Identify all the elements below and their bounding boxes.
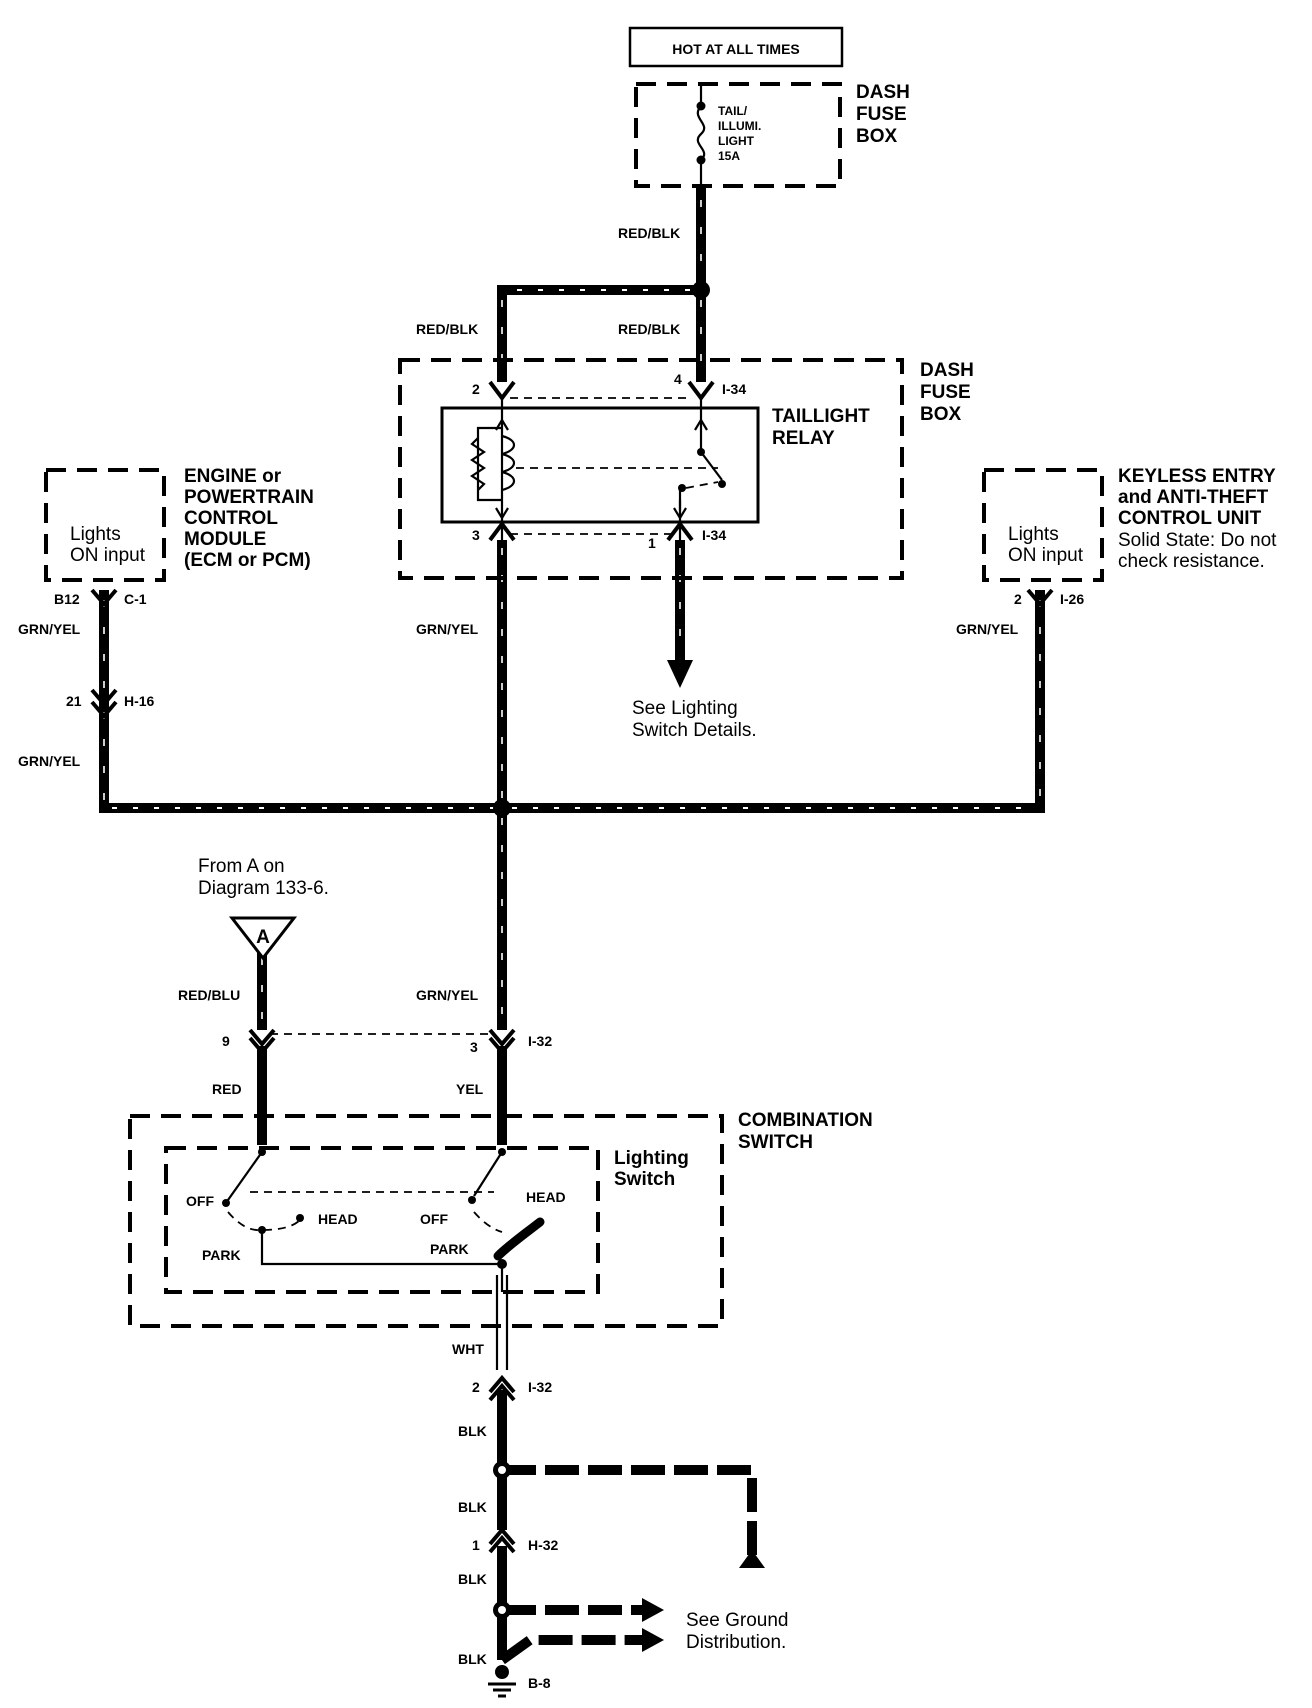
left-head: HEAD (318, 1211, 358, 1227)
keyless-note-1: Solid State: Do not (1118, 530, 1277, 551)
ecm-label-3: CONTROL (184, 508, 278, 529)
ecm-wire-label-2: GRN/YEL (18, 753, 81, 769)
fuse-box-top-label-2: FUSE (856, 104, 907, 125)
splice-middle (493, 799, 511, 817)
lighting-switch-label-2: Switch (614, 1169, 675, 1190)
ecm-pin: B12 (54, 591, 80, 607)
fuse-symbol (696, 84, 706, 186)
right-off: OFF (420, 1211, 448, 1227)
wire-label-red-blk-top: RED/BLK (618, 225, 680, 241)
ecm-input-2: ON input (70, 545, 146, 566)
fuse-label-1: TAIL/ (718, 104, 748, 118)
wire-label-wht: WHT (452, 1341, 484, 1357)
wire-label-red-blk-left: RED/BLK (416, 321, 478, 337)
ground-joint-connector: H-32 (528, 1537, 559, 1553)
dash-fuse-box-top: DASH FUSE BOX TAIL/ ILLUMI. LIGHT 15A (634, 82, 910, 188)
relay-connector-bottom: I-34 (702, 527, 726, 543)
taillight-relay-box: DASH FUSE BOX TAILLIGHT RELAY (398, 358, 974, 580)
keyless-note-2: check resistance. (1118, 551, 1265, 572)
relay-pin-1: 1 (648, 535, 656, 551)
fuse-label-2: ILLUMI. (718, 119, 761, 133)
relay-pin-4: 4 (674, 371, 682, 387)
left-off: OFF (186, 1193, 214, 1209)
relay-label-1: TAILLIGHT (772, 406, 870, 427)
from-a-text-2: Diagram 133-6. (198, 878, 329, 899)
wire-label-grn-yel-center: GRN/YEL (416, 621, 479, 637)
relay-connector-top: I-34 (722, 381, 746, 397)
a-marker-label: A (256, 927, 270, 948)
keyless-pin: 2 (1014, 591, 1022, 607)
relay-label-2: RELAY (772, 428, 835, 449)
keyless-connector: I-26 (1060, 591, 1084, 607)
right-head: HEAD (526, 1189, 566, 1205)
left-park: PARK (202, 1247, 241, 1263)
keyless-input-1: Lights (1008, 524, 1059, 545)
wire-label-yel: YEL (456, 1081, 484, 1097)
wire-label-red-blu: RED/BLU (178, 987, 240, 1003)
from-a-reference: From A on Diagram 133-6. A (198, 856, 329, 961)
wire-label-red-blk-right: RED/BLK (618, 321, 680, 337)
fuse-label-3: LIGHT (718, 134, 755, 148)
combination-switch: COMBINATION SWITCH Lighting Switch OFF H… (128, 1110, 873, 1328)
wire-harness (99, 186, 1045, 1665)
wire-label-grn-yel-i32: GRN/YEL (416, 987, 479, 1003)
lighting-switch-ref-2: Switch Details. (632, 720, 757, 741)
keyless-input-2: ON input (1008, 545, 1084, 566)
combo-pin-9: 9 (222, 1033, 230, 1049)
ecm-joint-connector: H-16 (124, 693, 155, 709)
combo-pin-3: 3 (470, 1039, 478, 1055)
connector-i32: RED/BLU GRN/YEL 9 3 I-32 RED YEL (178, 987, 552, 1097)
ecm-wire-label-1: GRN/YEL (18, 621, 81, 637)
wire-label-blk-2: BLK (458, 1499, 487, 1515)
relay-pin-2: 2 (472, 381, 480, 397)
ground-circuit: WHT 2 I-32 BLK BLK 1 H-32 BLK BLK See Gr… (452, 1341, 788, 1698)
ecm-label-4: MODULE (184, 529, 266, 550)
ground-ref-2: Distribution. (686, 1632, 786, 1653)
a-marker-triangle (228, 916, 298, 961)
lighting-switch-ref-1: See Lighting (632, 698, 738, 719)
wire-label-blk-1: BLK (458, 1423, 487, 1439)
keyless-label-3: CONTROL UNIT (1118, 508, 1262, 529)
fuse-box-top-label-3: BOX (856, 126, 898, 147)
wire-label-blk-3: BLK (458, 1571, 487, 1587)
keyless-label-2: and ANTI-THEFT (1118, 487, 1269, 508)
ecm-joint-pin: 21 (66, 693, 82, 709)
from-a-text-1: From A on (198, 856, 285, 877)
relay-box-label-2: FUSE (920, 382, 971, 403)
ecm-input-1: Lights (70, 524, 121, 545)
ground-point-label: B-8 (528, 1675, 551, 1691)
keyless-entry-unit: Lights ON input KEYLESS ENTRY and ANTI-T… (956, 466, 1277, 637)
fuse-box-top-label-1: DASH (856, 82, 910, 103)
relay-box-label-1: DASH (920, 360, 974, 381)
ecm-label-5: (ECM or PCM) (184, 550, 311, 571)
relay-box-label-3: BOX (920, 404, 962, 425)
ecm-connector: C-1 (124, 591, 147, 607)
splices (493, 281, 710, 1619)
wire-label-blk-4: BLK (458, 1651, 487, 1667)
right-park: PARK (430, 1241, 469, 1257)
combo-connector-bottom: I-32 (528, 1379, 552, 1395)
ecm-label-2: POWERTRAIN (184, 487, 314, 508)
ecm-module: Lights ON input ENGINE or POWERTRAIN CON… (18, 466, 314, 769)
ground-symbol-icon (488, 1665, 516, 1698)
keyless-wire-label: GRN/YEL (956, 621, 1019, 637)
lighting-switch-label-1: Lighting (614, 1148, 689, 1169)
combo-label-1: COMBINATION (738, 1110, 873, 1131)
relay-pin-3: 3 (472, 527, 480, 543)
wire-label-red: RED (212, 1081, 242, 1097)
fuse-label-4: 15A (718, 149, 740, 163)
power-source-label: HOT AT ALL TIMES (672, 41, 800, 57)
ground-ref-1: See Ground (686, 1610, 788, 1631)
combo-label-2: SWITCH (738, 1132, 813, 1153)
ecm-label-1: ENGINE or (184, 466, 282, 487)
ground-joint-pin: 1 (472, 1537, 480, 1553)
combo-pin-2: 2 (472, 1379, 480, 1395)
splice-top (692, 281, 710, 299)
keyless-label-1: KEYLESS ENTRY (1118, 466, 1276, 487)
combo-connector-top: I-32 (528, 1033, 552, 1049)
power-source: HOT AT ALL TIMES (628, 26, 844, 68)
